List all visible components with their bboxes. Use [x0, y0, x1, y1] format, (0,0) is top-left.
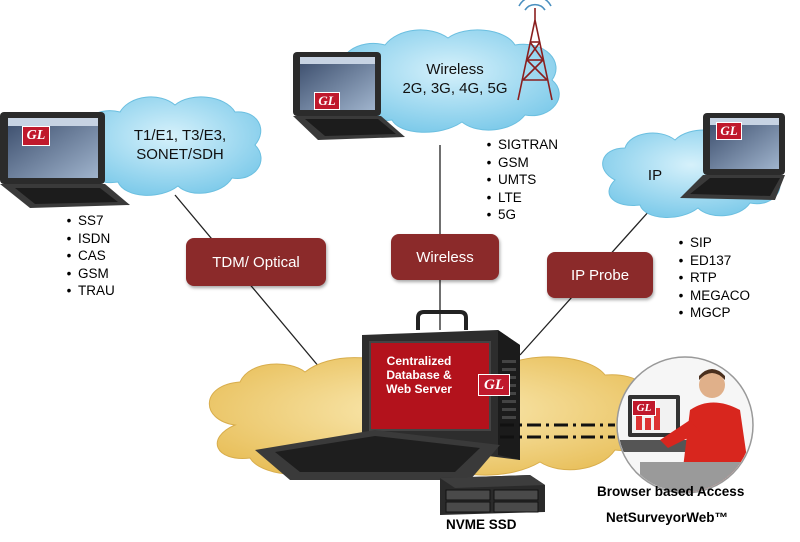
browser-access-caption: Browser based Access: [597, 484, 745, 499]
list-item: SS7: [60, 212, 115, 230]
list-item: ISDN: [60, 230, 115, 248]
list-item: MEGACO: [672, 287, 750, 305]
gl-logo-tdm: GL: [22, 126, 50, 146]
nvme-ssd-caption: NVME SSD: [446, 517, 517, 532]
list-item: GSM: [480, 154, 558, 172]
wireless-cloud: [340, 29, 560, 133]
gl-logo-ip: GL: [716, 122, 742, 140]
wireless-link-badge: Wireless: [391, 234, 499, 280]
gl-logo-user: GL: [632, 400, 656, 416]
tdm-cloud: [79, 96, 262, 196]
tdm-cloud-label: T1/E1, T3/E3, SONET/SDH: [100, 126, 260, 164]
wireless-cloud-label: Wireless 2G, 3G, 4G, 5G: [380, 60, 530, 98]
wireless-protocol-list: SIGTRAN GSM UMTS LTE 5G: [480, 136, 558, 224]
list-item: LTE: [480, 189, 558, 207]
wireless-cloud-line1: Wireless: [426, 61, 484, 78]
list-item: ED137: [672, 252, 750, 270]
laptop-tdm-icon: [0, 112, 130, 208]
list-item: GSM: [60, 265, 115, 283]
list-item: TRAU: [60, 282, 115, 300]
ip-protocol-list: SIP ED137 RTP MEGACO MGCP: [672, 234, 750, 322]
server-appliance-icon: [255, 310, 520, 480]
list-item: RTP: [672, 269, 750, 287]
product-name-caption: NetSurveyorWeb™: [606, 510, 729, 525]
wireless-link-label: Wireless: [416, 248, 474, 266]
server-screen-label: Centralized Database & Web Server: [374, 354, 464, 396]
gl-logo-wireless: GL: [314, 92, 340, 110]
server-label-line2: Database &: [386, 368, 452, 382]
remote-link: [500, 423, 615, 439]
wireless-cloud-line2: 2G, 3G, 4G, 5G: [402, 80, 508, 97]
ip-probe-link-badge: IP Probe: [547, 252, 653, 298]
ip-cloud-line1: IP: [647, 167, 663, 184]
cell-tower-icon: [517, 0, 553, 101]
list-item: CAS: [60, 247, 115, 265]
line-tdm: [174, 194, 331, 381]
list-item: SIGTRAN: [480, 136, 558, 154]
laptop-ip-icon: [680, 113, 785, 200]
list-item: 5G: [480, 206, 558, 224]
tdm-optical-link-badge: TDM/ Optical: [186, 238, 326, 286]
server-label-line1: Centralized: [386, 354, 452, 368]
list-item: SIP: [672, 234, 750, 252]
list-item: UMTS: [480, 171, 558, 189]
tdm-cloud-line1: T1/E1, T3/E3,: [133, 127, 227, 144]
browser-user-photo: [616, 356, 754, 494]
server-label-line3: Web Server: [386, 382, 452, 396]
ip-cloud-label: IP: [630, 166, 680, 185]
list-item: MGCP: [672, 304, 750, 322]
tdm-cloud-line2: SONET/SDH: [136, 146, 224, 163]
tdm-optical-link-label: TDM/ Optical: [212, 253, 300, 271]
gl-logo-server: GL: [478, 374, 510, 396]
nvme-ssd-icon: [440, 475, 545, 515]
tdm-protocol-list: SS7 ISDN CAS GSM TRAU: [60, 212, 115, 300]
ip-probe-link-label: IP Probe: [570, 266, 630, 284]
